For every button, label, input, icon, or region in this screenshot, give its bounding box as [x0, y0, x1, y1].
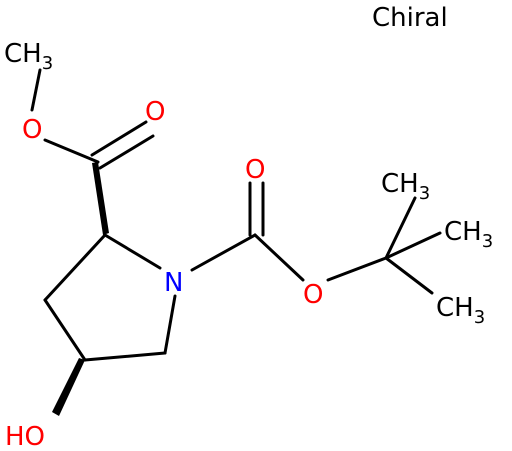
bond-c5-n [163, 294, 177, 355]
bond-tertc-ch3c [384, 256, 434, 295]
atom-ch3-c: CH3 [436, 293, 485, 328]
atom-o-ester-single: O [22, 115, 42, 145]
bond-carbonyl-double-a [90, 120, 148, 157]
bonds [30, 68, 442, 362]
atom-nitrogen: N [164, 268, 183, 298]
wedge-bonds [52, 162, 109, 416]
bond-c3-c4 [43, 298, 87, 362]
atom-o-ester-double: O [145, 97, 165, 127]
bond-c2-n [103, 233, 162, 270]
wedge-c2-carbonyl [92, 162, 109, 235]
atom-labels: CH3 O O O O N HO CH3 CH3 CH3 Chiral [4, 3, 493, 451]
bond-tertc-ch3a [384, 196, 417, 260]
bond-tertc-ch3b [384, 231, 442, 260]
bond-o-carbonyl [43, 138, 100, 164]
bond-carbonyl-double-b [98, 134, 155, 170]
atom-o-carbamate-single: O [303, 280, 323, 310]
chiral-label: Chiral [372, 3, 448, 33]
atom-o-carbamate-double: O [245, 155, 265, 185]
bond-c4-c5 [83, 351, 167, 362]
atom-ch3-a: CH3 [381, 169, 430, 204]
atom-methyl-top: CH3 [4, 39, 53, 74]
atom-ch3-b: CH3 [444, 217, 493, 252]
bond-c2-c3 [43, 233, 107, 302]
bond-methyl-o [30, 68, 42, 112]
wedge-c4-oh [52, 358, 85, 416]
bond-carbamate-o [253, 233, 305, 282]
bond-n-carbamate [190, 233, 257, 272]
bond-o-tertc [326, 256, 388, 282]
atom-hydroxyl: HO [5, 422, 45, 451]
